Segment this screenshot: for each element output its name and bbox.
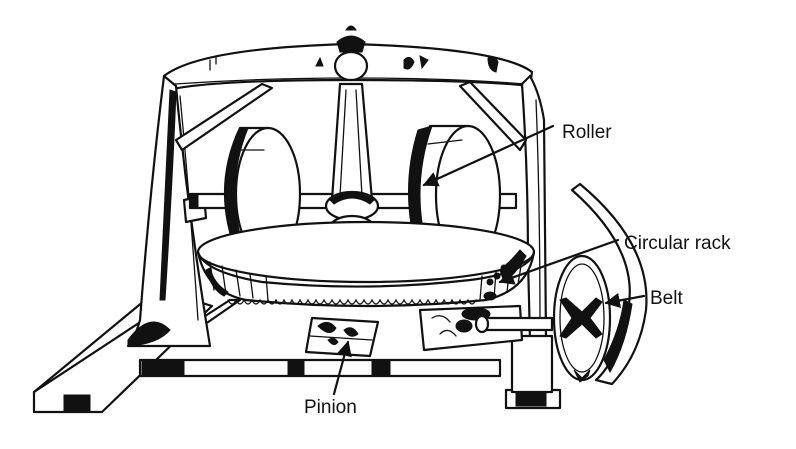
belt-wheel <box>552 254 612 383</box>
gear-train <box>418 291 554 352</box>
belt <box>570 182 648 386</box>
circular-rack-label: Circular rack <box>624 233 731 254</box>
roller-leader <box>422 124 555 187</box>
leader-lines <box>332 124 646 396</box>
roller-label: Roller <box>562 122 612 143</box>
labels: Roller Circular rack Belt Pinion <box>304 122 731 418</box>
circular-rack <box>196 220 536 308</box>
belt-label: Belt <box>650 288 683 309</box>
pinion <box>304 316 380 358</box>
frame <box>126 25 554 394</box>
pinion-label: Pinion <box>304 397 357 418</box>
pinion-leader <box>332 340 352 396</box>
belt-leader <box>604 292 646 309</box>
circular-rack-leader <box>498 238 620 285</box>
